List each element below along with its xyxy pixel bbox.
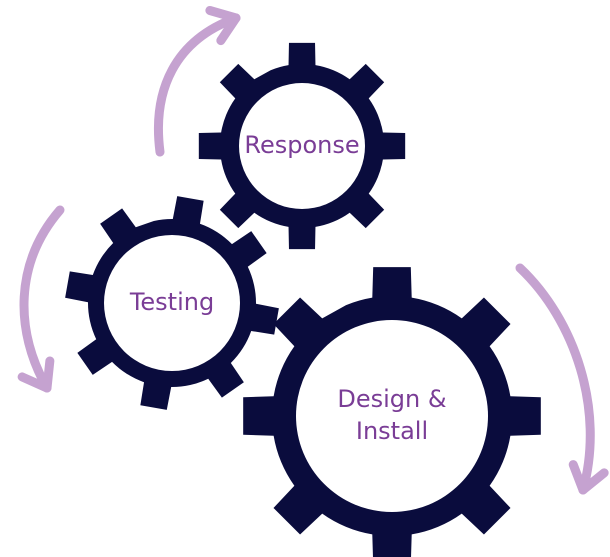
cycle-arrows <box>17 5 609 495</box>
top-arrow <box>153 5 241 157</box>
gear-label-response: Response <box>244 131 359 159</box>
right-arrow <box>515 263 609 495</box>
curved-arrow-icon <box>19 205 65 393</box>
gear-label-testing: Testing <box>129 288 214 316</box>
gear-center <box>104 235 240 371</box>
gear-center <box>296 320 488 512</box>
arrowhead-icon <box>205 5 241 46</box>
gear-response <box>198 42 406 250</box>
gears <box>65 42 541 557</box>
gear-label-design-install-line-2: Install <box>356 417 428 445</box>
curved-arrow-icon <box>515 263 595 495</box>
gear-testing <box>65 196 279 410</box>
gear-center <box>239 83 365 209</box>
curved-arrow-icon <box>153 13 241 157</box>
gear-design-install <box>243 267 541 557</box>
left-arrow <box>17 205 65 393</box>
arrowhead-icon <box>568 460 609 495</box>
arrowhead-icon <box>17 356 55 393</box>
gear-label-design-install-line-1: Design & <box>337 385 446 413</box>
